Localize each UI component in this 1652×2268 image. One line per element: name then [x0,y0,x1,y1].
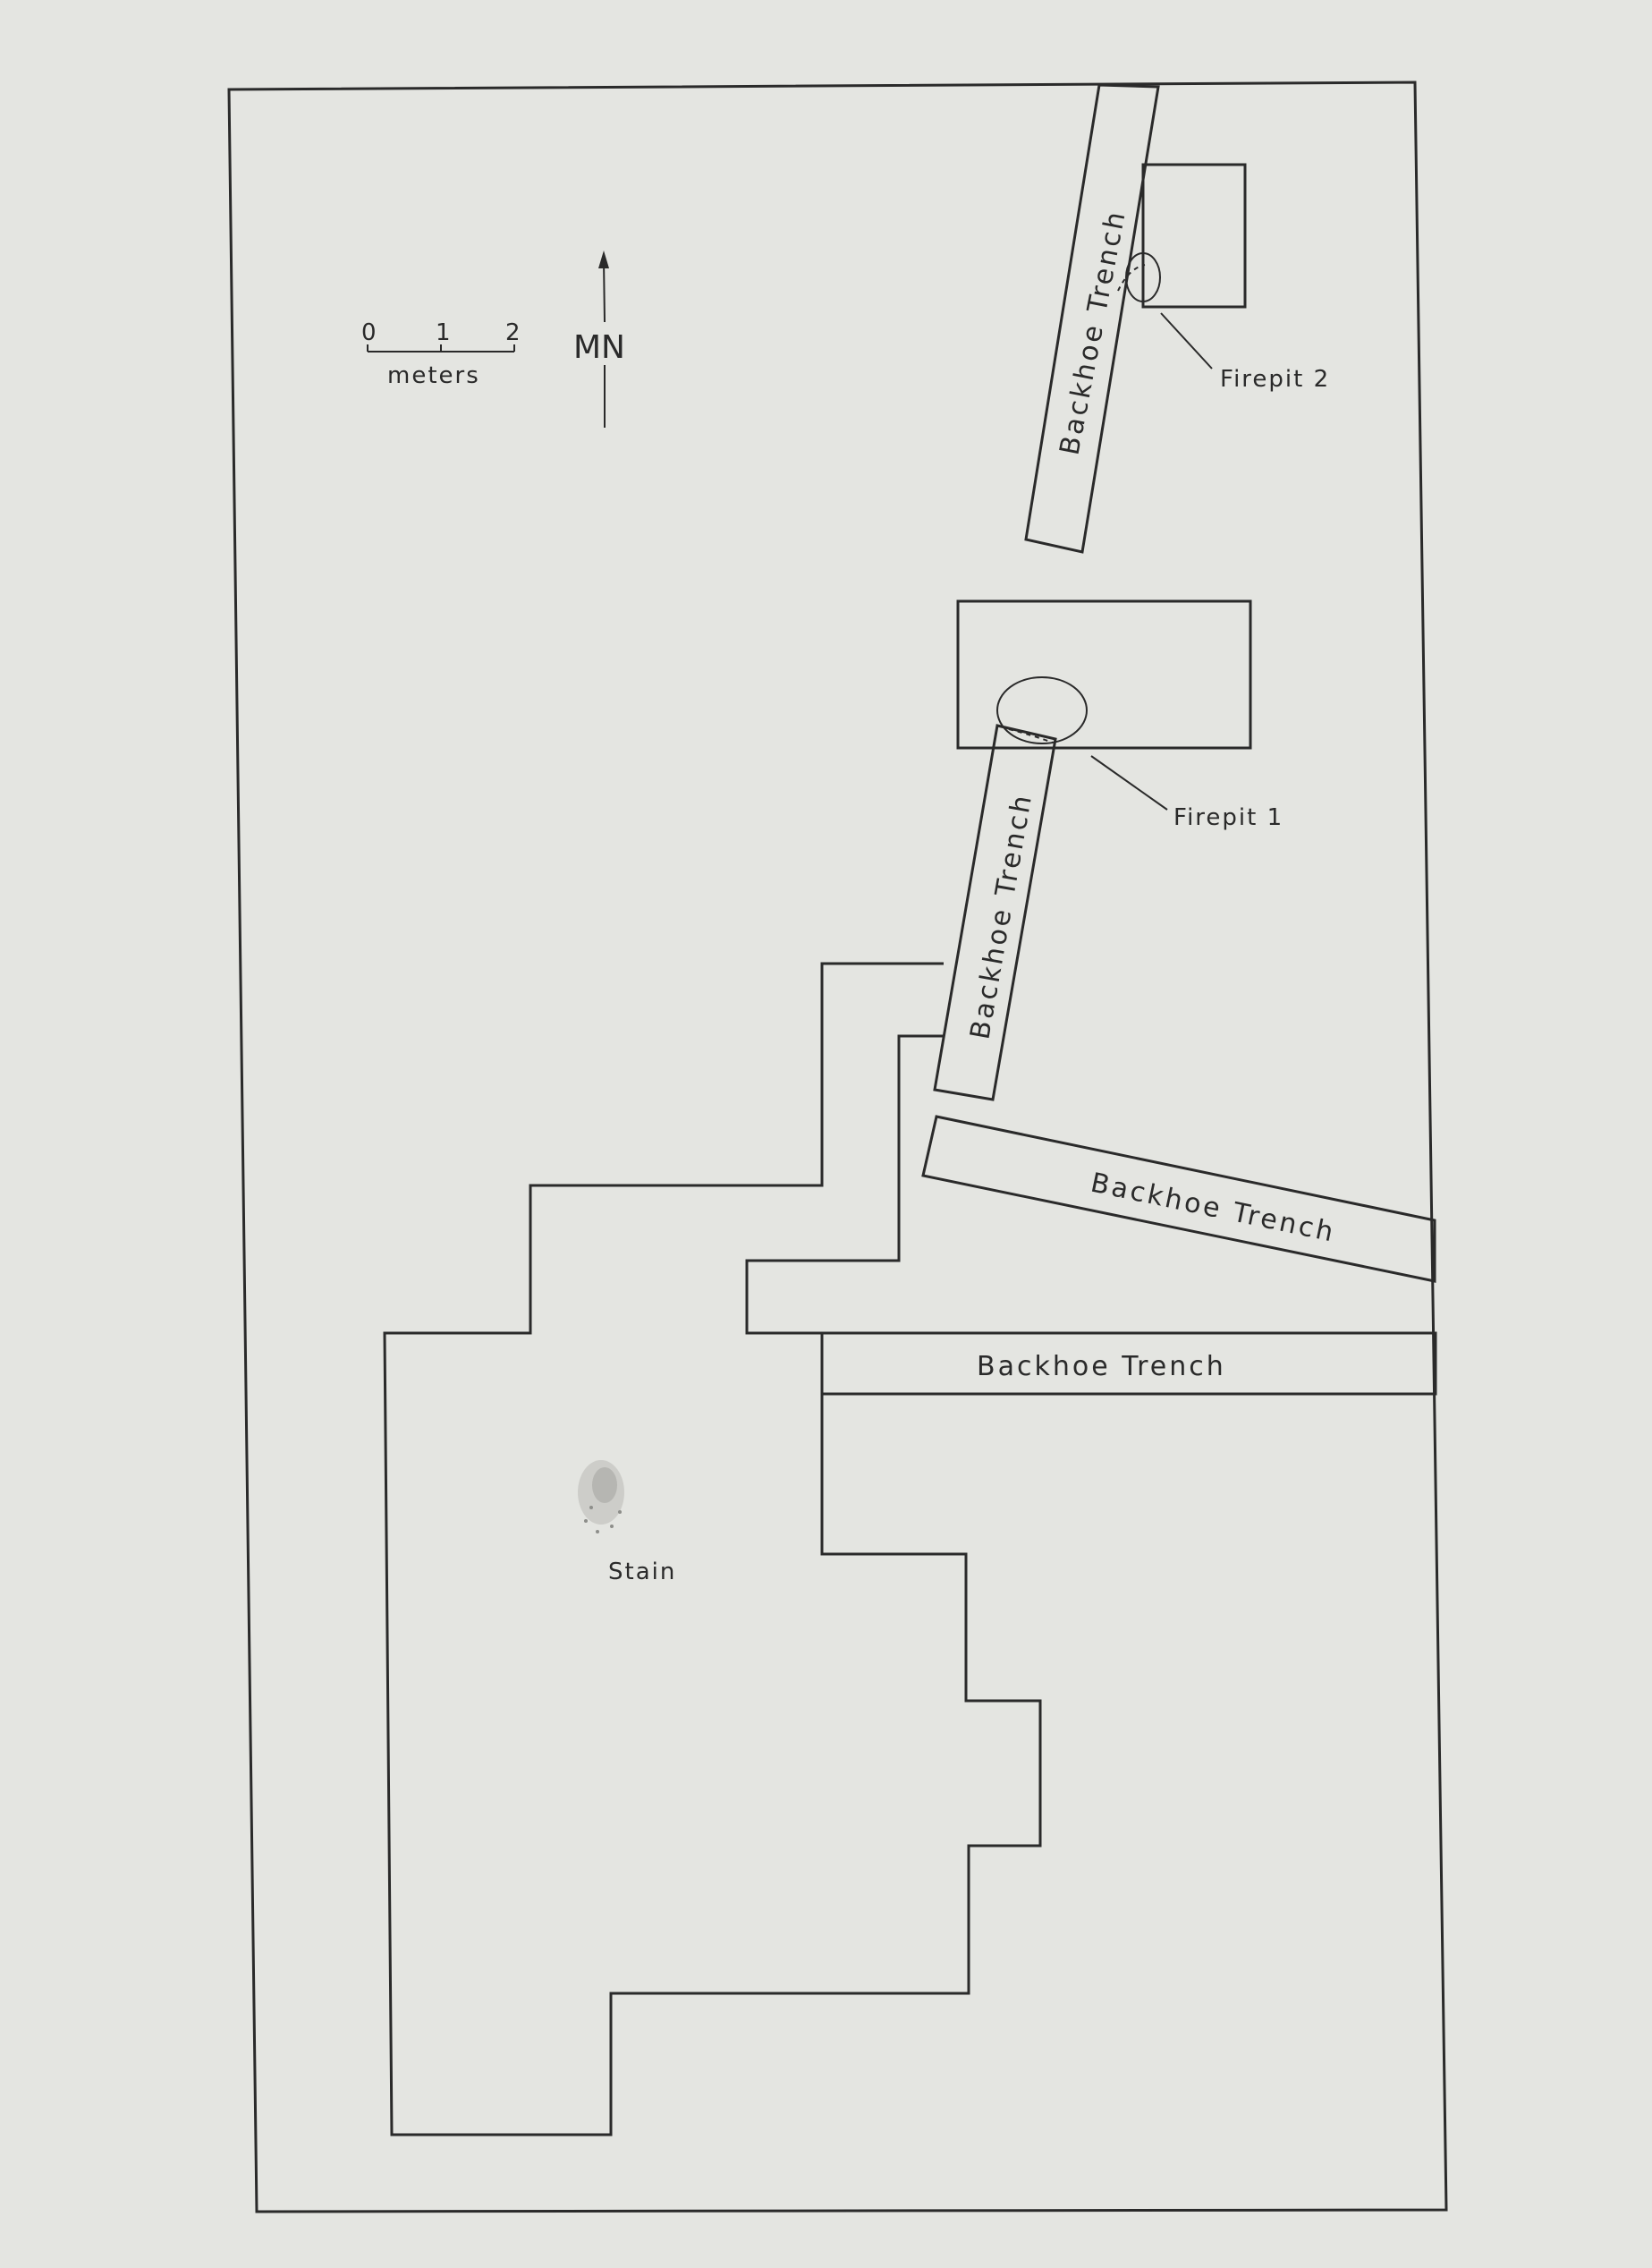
backhoe-trench-middle [933,724,1057,1101]
scale-unit-label: meters [387,362,480,389]
stain-feature [578,1460,624,1533]
scale-bar: 0 1 2 meters [361,319,522,389]
firepit-2-leader [1160,312,1213,370]
firepit-1-dashed-edge [1008,728,1054,743]
backhoe-trench-top-label: Backhoe Trench [1054,207,1132,457]
north-arrow-label: MN [573,329,625,366]
scale-tick-0: 0 [361,319,378,346]
backhoe-trench-middle-label: Backhoe Trench [964,791,1038,1042]
excavation-unit-firepit-2 [1141,163,1247,309]
scale-tick-2: 2 [505,319,522,346]
firepit-2-dashed-edge [1117,264,1146,292]
backhoe-trench-horizontal-label: Backhoe Trench [977,1351,1226,1382]
excavation-block-outline [383,962,1042,2136]
backhoe-trench-top [1024,83,1160,554]
backhoe-trench-diagonal [921,1115,1436,1283]
stain-label: Stain [608,1559,676,1585]
north-arrow: MN [573,251,625,428]
scale-tick-1: 1 [436,319,453,346]
excavation-unit-firepit-1 [956,599,1252,750]
firepit-1-label: Firepit 1 [1173,804,1283,831]
excavation-block-upper-step [745,1034,944,1335]
firepit-2-label: Firepit 2 [1220,366,1330,393]
firepit-1-leader [1090,755,1168,811]
site-boundary [227,81,1448,2213]
backhoe-trench-horizontal [820,1331,1437,1396]
firepit-1-outline [996,676,1088,744]
north-arrow-head-icon [598,251,609,268]
